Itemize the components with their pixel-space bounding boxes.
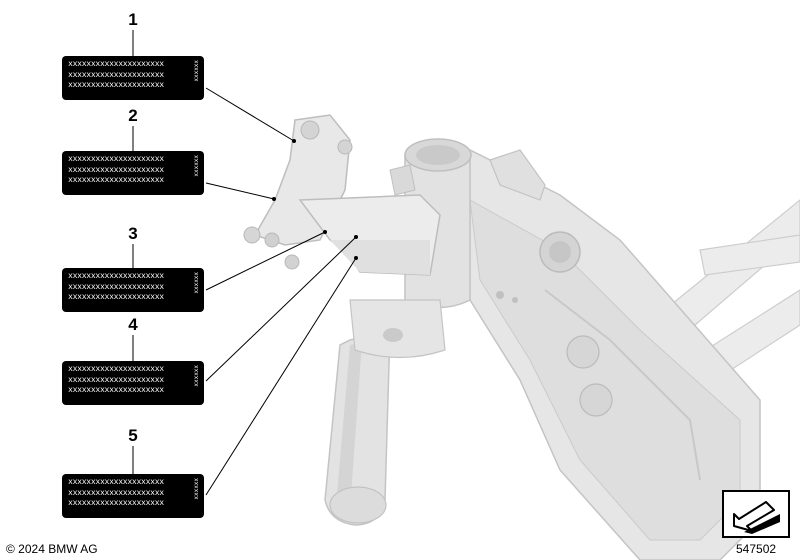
callout-number-1: 1 xyxy=(128,10,138,29)
leader-lines xyxy=(205,87,357,496)
label-plate-text-1: xxxxxxxxxxxxxxxxxxxxx xxxxxxxxxxxxxxxxxx… xyxy=(68,60,164,90)
label-plate-side-2: xxxxxx xyxy=(193,155,200,177)
leader-dot-2 xyxy=(272,197,276,201)
main-frame xyxy=(429,149,761,560)
label-plate-text-3: xxxxxxxxxxxxxxxxxxxxx xxxxxxxxxxxxxxxxxx… xyxy=(68,272,164,302)
leader-dot-4 xyxy=(354,235,358,239)
label-plate-side-4: xxxxxx xyxy=(193,365,200,387)
label-plate-text-4: xxxxxxxxxxxxxxxxxxxxx xxxxxxxxxxxxxxxxxx… xyxy=(68,365,164,395)
bracket-assembly xyxy=(243,114,441,276)
leader-line-1 xyxy=(205,87,295,142)
label-plate-text-5: xxxxxxxxxxxxxxxxxxxxx xxxxxxxxxxxxxxxxxx… xyxy=(68,478,164,508)
callout-number-3: 3 xyxy=(128,224,138,243)
leader-line-5 xyxy=(205,257,357,496)
callout-number-2: 2 xyxy=(128,106,138,125)
leader-line-3 xyxy=(205,231,326,291)
callout-number-4: 4 xyxy=(128,315,138,334)
label-plate-3: xxxxxxxxxxxxxxxxxxxxx xxxxxxxxxxxxxxxxxx… xyxy=(62,268,204,312)
label-plate-4: xxxxxxxxxxxxxxxxxxxxx xxxxxxxxxxxxxxxxxx… xyxy=(62,361,204,405)
label-plate-side-5: xxxxxx xyxy=(193,478,200,500)
leader-line-2 xyxy=(205,182,275,200)
label-plate-text-2: xxxxxxxxxxxxxxxxxxxxx xxxxxxxxxxxxxxxxxx… xyxy=(68,155,164,185)
callout-number-5: 5 xyxy=(128,426,138,445)
label-plate-side-3: xxxxxx xyxy=(193,272,200,294)
copyright-notice: © 2024 BMW AG xyxy=(6,542,98,556)
leader-line-4 xyxy=(205,236,357,382)
leader-dot-3 xyxy=(323,230,327,234)
diagram-id: 547502 xyxy=(736,542,777,556)
label-plate-side-1: xxxxxx xyxy=(193,60,200,82)
label-plate-2: xxxxxxxxxxxxxxxxxxxxx xxxxxxxxxxxxxxxxxx… xyxy=(62,151,204,195)
label-plate-1: xxxxxxxxxxxxxxxxxxxxx xxxxxxxxxxxxxxxxxx… xyxy=(62,56,204,100)
leader-dots xyxy=(272,139,358,260)
leader-dot-5 xyxy=(354,256,358,260)
leader-dot-1 xyxy=(292,139,296,143)
navigation-button[interactable] xyxy=(722,490,790,538)
label-plate-5: xxxxxxxxxxxxxxxxxxxxx xxxxxxxxxxxxxxxxxx… xyxy=(62,474,204,518)
arrow-down-left-icon xyxy=(733,501,780,534)
lower-tube xyxy=(324,299,446,526)
